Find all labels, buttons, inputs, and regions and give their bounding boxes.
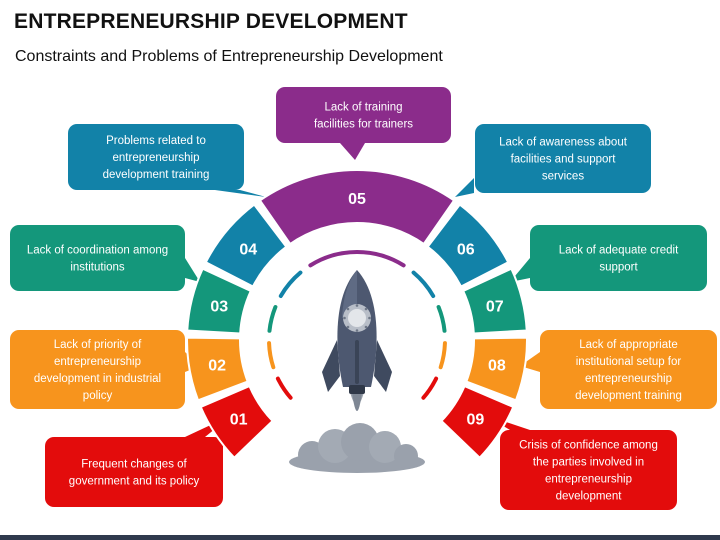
page-title: ENTREPRENEURSHIP DEVELOPMENT [14,10,408,33]
callout-line: institutions [70,262,125,274]
callout-04: Problems related to entrepreneurship devel… [68,124,266,197]
callout-08: Lack of appropriate institutional setup f… [520,330,717,409]
segment-01 [199,384,274,460]
callout-text-02: Lack of priority of entrepreneurship devel… [34,339,161,402]
segment-07 [461,267,528,335]
callout-line: Crisis of confidence among [519,440,658,452]
callout-03: Lack of coordination among institutions [10,225,200,291]
callout-line: Lack of adequate credit [559,245,679,257]
segment-number-01: 01 [230,411,248,428]
segment-number-03: 03 [210,299,228,316]
callouts-layer: Frequent changes of government and its po… [10,87,717,510]
callout-line: Frequent changes of [81,459,187,471]
callout-line: Lack of training [325,102,403,114]
callout-line: services [542,171,584,183]
callout-line: support [599,262,638,274]
segment-number-09: 09 [467,411,485,428]
callout-line: government and its policy [69,476,200,488]
page-subtitle: Constraints and Problems of Entrepreneur… [15,48,443,65]
callout-line: Lack of priority of [54,339,142,351]
segment-06 [426,203,510,288]
footer-bar [0,535,720,540]
segment-number-07: 07 [486,299,504,316]
callout-box [276,87,451,143]
segment-04 [204,203,288,288]
segment-number-02: 02 [208,358,226,375]
callout-box [45,437,223,507]
callout-pointer [455,178,474,197]
segment-number-05: 05 [348,191,366,208]
callout-07: Lack of adequate credit support [510,225,707,291]
callout-line: institutional setup for [576,356,682,368]
callout-text-09: Crisis of confidence among the parties in… [519,440,658,503]
callout-pointer [185,258,200,282]
callout-09: Crisis of confidence among the parties in… [485,415,677,510]
segment-number-04: 04 [239,242,257,259]
inner-arc-09 [421,376,439,400]
inner-arc-06 [411,270,436,298]
callout-pointer [215,190,266,197]
callout-06: Lack of awareness about facilities and su… [455,124,651,197]
segment-02 [186,336,249,402]
segment-08 [465,336,528,402]
callout-box [500,430,677,510]
callout-01: Frequent changes of government and its po… [45,415,232,507]
callout-line: development training [575,390,682,402]
callout-line: Lack of appropriate [579,339,677,351]
callout-text-08: Lack of appropriate institutional setup f… [575,339,682,402]
inner-arc-08 [438,341,447,370]
inner-arc-02 [267,341,276,370]
segment-03 [186,267,253,335]
callout-02: Lack of priority of entrepreneurship devel… [10,330,200,409]
callout-line: development [556,491,623,503]
inner-arc-03 [267,305,278,333]
inner-arc-04 [278,270,303,298]
callout-text-03: Lack of coordination among institutions [27,245,168,274]
callout-text-06: Lack of awareness about facilities and su… [499,137,628,183]
callout-line: entrepreneurship [54,356,141,368]
segment-09 [440,384,515,460]
callout-box [475,124,651,193]
callout-box [68,124,244,190]
callout-line: the parties involved in [533,457,644,469]
segment-number-06: 06 [457,242,475,259]
segment-number-08: 08 [488,358,506,375]
callout-text-01: Frequent changes of government and its po… [69,459,200,488]
callout-line: facilities and support [511,154,617,166]
callout-box [540,330,717,409]
callout-text-07: Lack of adequate credit support [559,245,679,274]
callout-line: development training [103,169,210,181]
rocket-icon [322,270,392,411]
inner-arc-07 [436,305,447,333]
callout-line: facilities for trainers [314,119,413,131]
callout-line: Problems related to [106,135,206,147]
callout-text-04: Problems related to entrepreneurship devel… [103,135,210,181]
segment-05 [258,169,456,246]
callout-line: Lack of awareness about [499,137,628,149]
callout-box [10,225,185,291]
ring-segments: 01 02 03 04 05 06 07 08 09 [186,169,528,460]
inner-arcs [267,250,447,400]
inner-arc-05 [308,250,406,268]
callout-line: entrepreneurship [545,474,632,486]
callout-05: Lack of training facilities for trainers [276,87,451,160]
callout-box [530,225,707,291]
callout-line: development in industrial [34,373,161,385]
callout-line: policy [83,390,113,402]
callout-line: Lack of coordination among [27,245,168,257]
callout-line: entrepreneurship [585,373,672,385]
callout-text-05: Lack of training facilities for trainers [314,102,413,131]
callout-box [10,330,185,409]
inner-arc-01 [275,376,293,400]
callout-line: entrepreneurship [113,152,200,164]
smoke-cloud-icon [289,423,425,473]
callout-pointer [340,143,365,160]
